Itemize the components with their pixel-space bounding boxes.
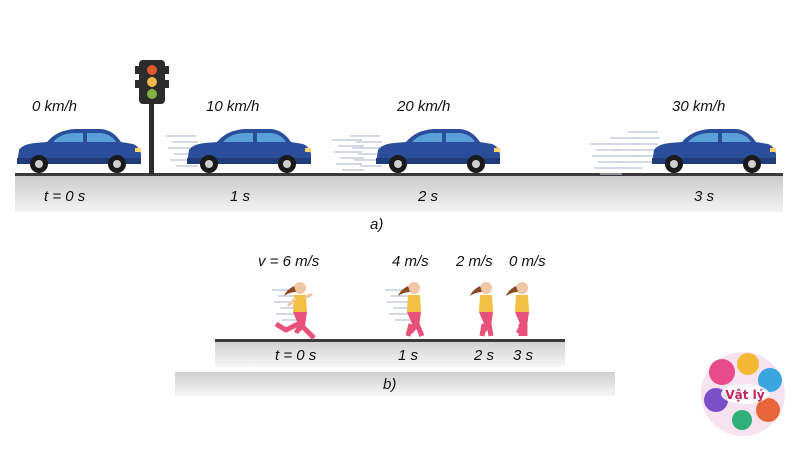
- speed-label: 20 km/h: [397, 98, 451, 115]
- time-label: 3 s: [513, 347, 534, 364]
- runner-icon: [398, 282, 425, 337]
- speed-label: 4 m/s: [392, 253, 429, 270]
- speed-label: 2 m/s: [456, 253, 493, 270]
- car-icon: [187, 129, 311, 173]
- time-label: 2 s: [418, 188, 439, 205]
- runner-icon: [506, 282, 529, 336]
- road-a: [15, 174, 783, 212]
- time-label: t = 0 s: [275, 347, 317, 364]
- caption-a: a): [370, 216, 384, 233]
- time-label: 1 s: [398, 347, 419, 364]
- road-a-line: [15, 173, 783, 176]
- runner-icon: [274, 282, 316, 340]
- speed-label: 30 km/h: [672, 98, 726, 115]
- time-label: t = 0 s: [44, 188, 86, 205]
- caption-b: b): [383, 376, 397, 393]
- track-b-base: [175, 372, 615, 396]
- car-icon: [652, 129, 776, 173]
- track-b-line: [215, 339, 565, 342]
- runner-icon: [470, 282, 494, 337]
- motion-lines: [589, 143, 623, 175]
- car-icon: [376, 129, 500, 173]
- speed-label: 10 km/h: [206, 98, 260, 115]
- motion-lines: [331, 139, 365, 171]
- car-icon: [17, 129, 141, 173]
- svg-text:Vật lý: Vật lý: [725, 388, 764, 402]
- physics-logo-icon: Vật lý: [701, 352, 785, 436]
- motion-lines: [609, 137, 643, 169]
- speed-label: 0 m/s: [509, 253, 546, 270]
- speed-label: v = 6 m/s: [258, 253, 320, 270]
- time-label: 2 s: [474, 347, 495, 364]
- traffic-light-icon: [135, 60, 169, 174]
- time-label: 1 s: [230, 188, 251, 205]
- track-b: [215, 340, 565, 367]
- speed-label: 0 km/h: [32, 98, 78, 115]
- time-label: 3 s: [694, 188, 715, 205]
